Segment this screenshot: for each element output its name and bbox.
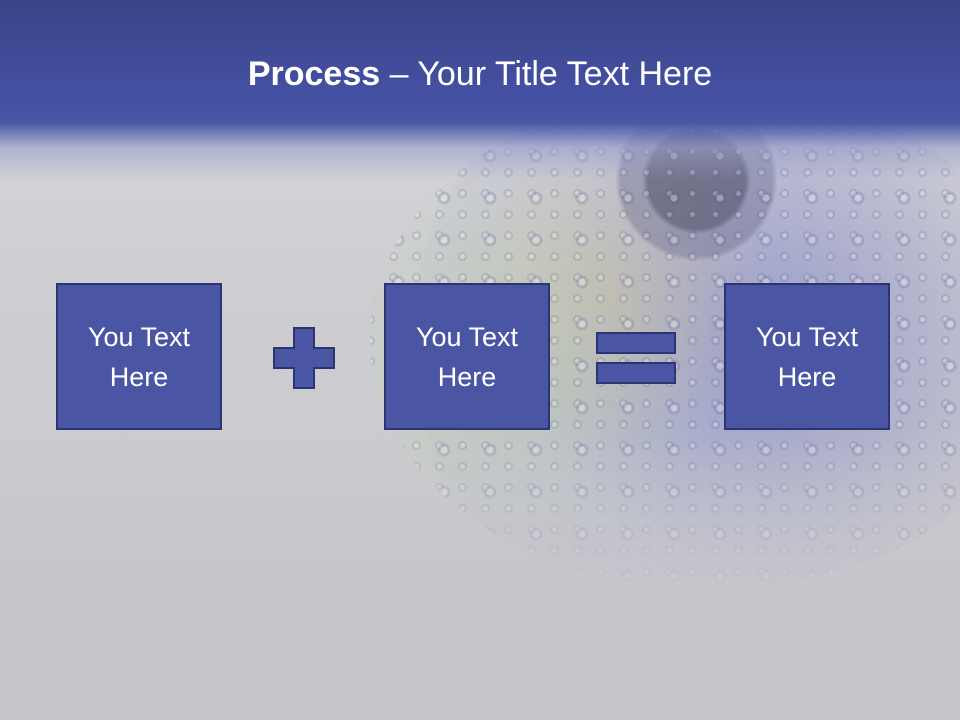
- process-box-3[interactable]: You Text Here: [724, 283, 890, 430]
- equals-icon: [596, 332, 676, 384]
- process-box-3-text: You Text Here: [755, 321, 859, 392]
- slide-title-bold: Process: [247, 55, 381, 93]
- title-band: Process – Your Title Text Here: [0, 0, 960, 180]
- process-box-1[interactable]: You Text Here: [56, 283, 222, 430]
- process-box-1-text: You Text Here: [87, 321, 191, 392]
- process-box-2-text: You Text Here: [415, 321, 519, 392]
- slide-title-rest: – Your Title Text Here: [380, 55, 713, 93]
- process-box-2[interactable]: You Text Here: [384, 283, 550, 430]
- plus-icon: [273, 327, 335, 389]
- slide-title[interactable]: Process – Your Title Text Here: [0, 52, 960, 96]
